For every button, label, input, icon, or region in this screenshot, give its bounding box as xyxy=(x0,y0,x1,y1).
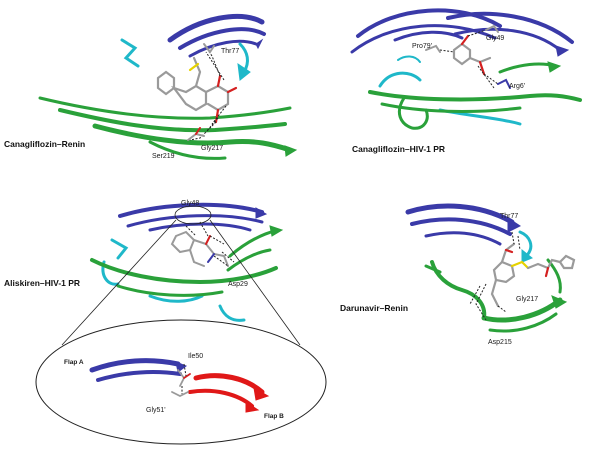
inset-residues xyxy=(171,369,191,398)
hiv-cyan-loops xyxy=(101,238,246,322)
darunavir-ligand xyxy=(490,242,576,308)
renin-cyan-loops xyxy=(518,230,533,263)
residue-sticks xyxy=(425,24,511,89)
residue-label-pro79: Pro79' xyxy=(412,43,432,50)
panel-title: Aliskiren–HIV-1 PR xyxy=(4,278,80,288)
panel-title: Darunavir–Renin xyxy=(340,303,408,313)
panel-aliskiren-hiv1-pr: Aliskiren–HIV-1 PR Gly48 Asp29 Flap A Fl… xyxy=(4,200,327,445)
renin-cyan-loops xyxy=(120,38,251,81)
hiv-blue-flaps xyxy=(118,202,268,232)
hydrogen-bonds xyxy=(189,43,227,141)
panel-canagliflozin-hiv1-pr: Canagliflozin–HIV-1 PR Pro79' Gly49 Arg6… xyxy=(350,8,582,154)
hiv-green-sheet xyxy=(368,61,582,130)
panel-canagliflozin-renin: Canagliflozin–Renin Thr77 Ser219 Gly217 xyxy=(4,14,298,160)
inset-residue-gly51: Gly51' xyxy=(146,407,166,414)
inset-label-flap-b: Flap B xyxy=(264,413,284,420)
zoom-lines xyxy=(61,219,301,346)
inset-residue-ile50: Ile50 xyxy=(188,353,203,360)
aliskiren-ligand xyxy=(170,230,229,267)
inset-label-flap-a: Flap A xyxy=(64,359,84,366)
residue-label-gly49: Gly49 xyxy=(486,35,504,42)
hydrogen-bonds xyxy=(469,231,521,321)
inset-hydrogen-bonds xyxy=(181,363,187,394)
renin-blue-sheet xyxy=(405,203,521,246)
panel-darunavir-renin: Darunavir–Renin Thr77 Gly217 Asp215 xyxy=(340,203,576,346)
renin-blue-sheet xyxy=(167,14,266,58)
residue-label-thr77: Thr77 xyxy=(500,213,518,220)
renin-green-sheet xyxy=(38,96,298,160)
canagliflozin-ligand xyxy=(452,34,492,76)
inset-ellipse xyxy=(35,319,327,445)
renin-green-sheet xyxy=(424,258,568,333)
residue-sticks xyxy=(187,43,215,141)
residue-label-arg6: Arg6' xyxy=(509,83,525,90)
residue-label-asp29: Asp29 xyxy=(228,281,248,288)
residue-label-gly217: Gly217 xyxy=(516,296,538,303)
canagliflozin-ligand xyxy=(156,56,238,124)
inset-flap-b xyxy=(188,373,270,413)
panel-title: Canagliflozin–Renin xyxy=(4,139,85,149)
flap-tip-circle xyxy=(174,205,212,225)
hiv-blue-flaps xyxy=(350,8,574,57)
hiv-green-sheet xyxy=(90,225,284,297)
residue-label-gly217: Gly217 xyxy=(201,145,223,152)
residue-label-asp215: Asp215 xyxy=(488,339,512,346)
panel-title: Canagliflozin–HIV-1 PR xyxy=(352,144,445,154)
hydrogen-bonds xyxy=(439,29,499,89)
hydrogen-bonds xyxy=(185,221,235,267)
residue-label-thr77: Thr77 xyxy=(221,48,239,55)
residue-label-gly48: Gly48 xyxy=(181,200,199,207)
inset-flap-a xyxy=(89,358,188,382)
residue-label-ser219: Ser219 xyxy=(152,153,175,160)
